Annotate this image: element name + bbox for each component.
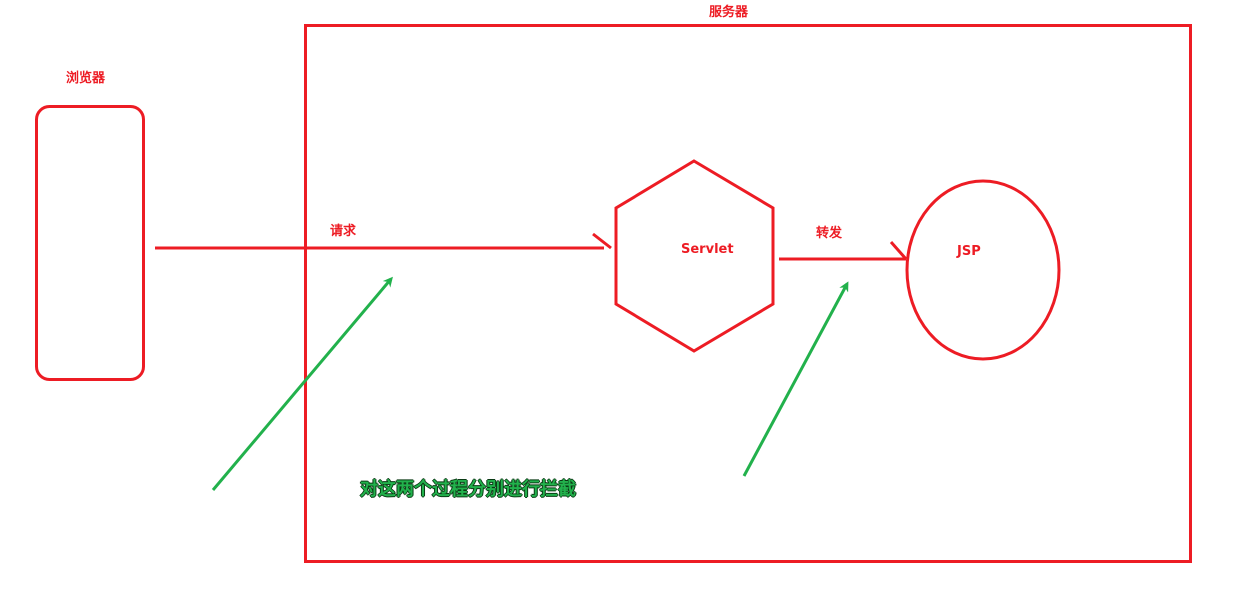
forward-arrow — [779, 241, 908, 261]
request-arrow — [155, 232, 612, 250]
browser-label: 浏览器 — [66, 71, 106, 86]
jsp-ellipse — [905, 179, 1061, 361]
servlet-hexagon — [614, 159, 775, 353]
forward-label: 转发 — [816, 226, 843, 241]
intercept-annotation: 对这两个过程分别进行拦截 — [360, 479, 576, 500]
request-label: 请求 — [330, 224, 357, 239]
browser-box — [35, 105, 145, 381]
pointer-arrow-forward — [742, 281, 849, 477]
pointer-arrow-request — [211, 276, 393, 491]
servlet-label: Servlet — [681, 242, 734, 257]
server-label: 服务器 — [709, 5, 749, 20]
jsp-label: JSP — [957, 244, 981, 259]
server-box — [304, 24, 1192, 563]
